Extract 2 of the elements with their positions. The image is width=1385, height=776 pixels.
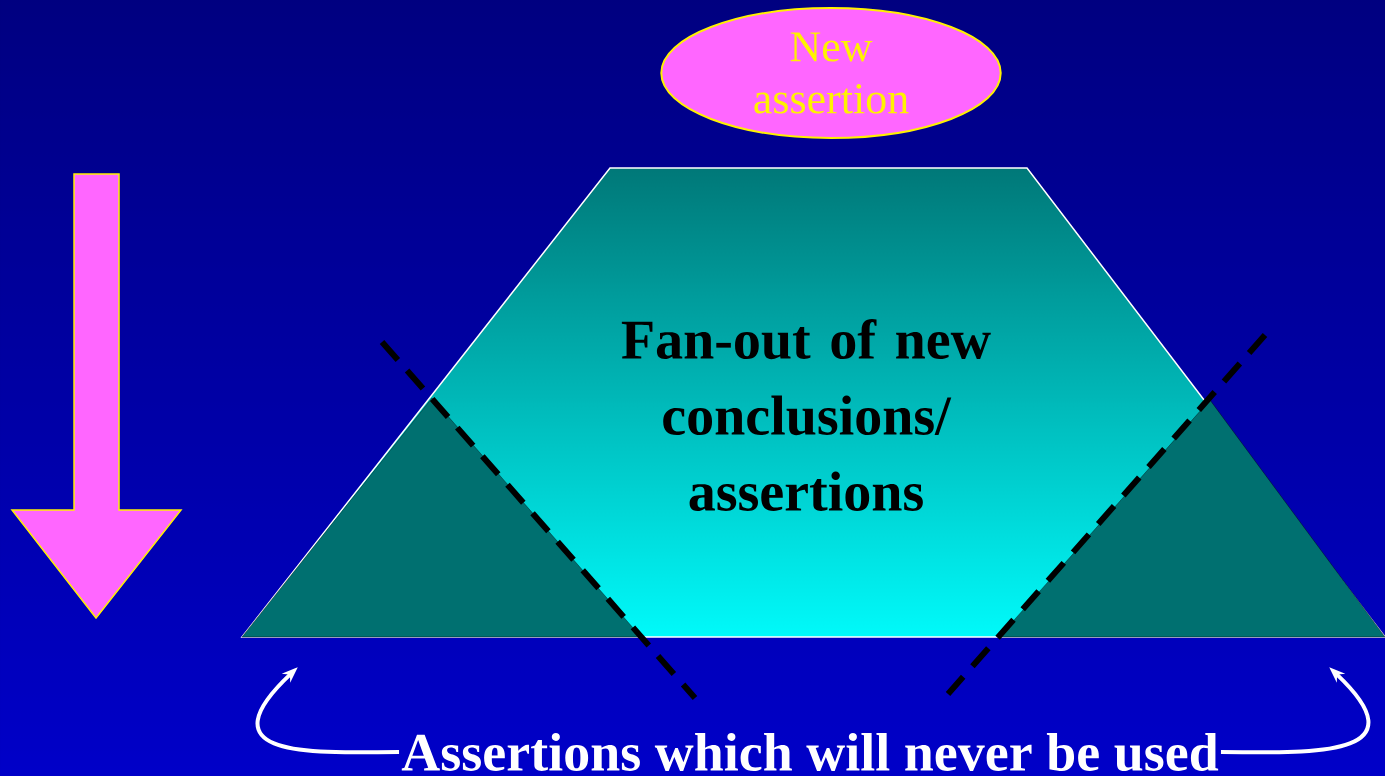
ellipse-node: New assertion xyxy=(660,7,1002,139)
caption-text: Assertions which will never be used xyxy=(401,732,1219,772)
